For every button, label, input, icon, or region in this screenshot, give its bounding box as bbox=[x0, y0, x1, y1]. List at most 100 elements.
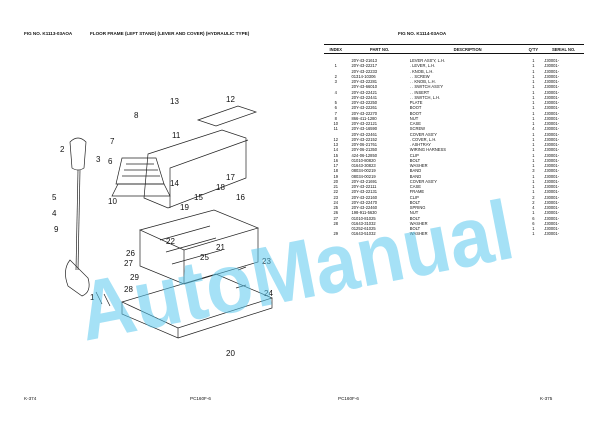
row-qty: 1 bbox=[532, 94, 535, 100]
row-description: NUT bbox=[409, 210, 419, 216]
row-qty: 1 bbox=[532, 79, 535, 84]
row-qty: 1 bbox=[532, 89, 535, 95]
row-part-no: 198-911-5630 bbox=[351, 210, 377, 216]
row-qty: 1 bbox=[532, 152, 535, 158]
row-description: BOLT bbox=[409, 215, 421, 221]
row-serial: J30001- bbox=[544, 210, 560, 216]
row-qty: 2 bbox=[532, 194, 535, 200]
row-index: 2 bbox=[334, 73, 337, 79]
row-serial: J30001- bbox=[544, 189, 560, 195]
row-description: . . SWITCH ASS'Y bbox=[409, 84, 444, 90]
row-index: 19 bbox=[333, 173, 339, 179]
row-description: COVER ASS'Y bbox=[409, 131, 437, 137]
row-serial: J30001- bbox=[544, 184, 560, 189]
row-description: CLIP bbox=[409, 194, 419, 200]
right-page-number: K-375 bbox=[540, 396, 553, 401]
row-serial: J30001- bbox=[544, 163, 560, 168]
row-qty: 1 bbox=[532, 178, 535, 184]
row-part-no: 20Y-43-22111 bbox=[351, 184, 377, 189]
callout-4: 4 bbox=[52, 209, 57, 218]
row-qty: 1 bbox=[532, 142, 535, 147]
row-part-no: 20Y-43-22233 bbox=[351, 68, 378, 74]
row-serial: J30001- bbox=[544, 115, 560, 121]
row-description: . . INSERT bbox=[409, 89, 430, 95]
lever-base-shape bbox=[65, 259, 90, 297]
lever-knob-shape bbox=[69, 137, 87, 171]
row-index: 3 bbox=[334, 79, 337, 84]
row-serial: J30001- bbox=[544, 100, 560, 105]
row-serial: J30001- bbox=[544, 215, 560, 221]
row-index: 13 bbox=[333, 142, 339, 147]
row-serial: J30001- bbox=[544, 142, 560, 147]
row-part-no: 08034-00219 bbox=[351, 168, 376, 174]
callout-9: 9 bbox=[54, 225, 59, 234]
frame-shape bbox=[138, 209, 260, 251]
callout-27: 27 bbox=[124, 259, 133, 268]
row-serial: J30001- bbox=[544, 152, 560, 158]
callout-14: 14 bbox=[170, 179, 179, 188]
row-index: 14 bbox=[333, 147, 339, 153]
row-qty: 2 bbox=[532, 199, 535, 205]
row-part-no: 20Y-06-21761 bbox=[351, 142, 378, 147]
parts-list-table: INDEX PART NO. DESCRIPTION Q'TY SERIAL N… bbox=[324, 44, 584, 237]
row-description: NUT bbox=[409, 115, 419, 121]
row-qty: 1 bbox=[532, 136, 535, 142]
row-index: 10 bbox=[333, 121, 339, 126]
callout-22: 22 bbox=[166, 237, 175, 246]
row-qty: 1 bbox=[532, 131, 535, 137]
row-serial: J30001- bbox=[544, 68, 560, 74]
row-qty: 1 bbox=[532, 115, 535, 121]
row-description: CLIP bbox=[409, 152, 419, 158]
row-description: SCREW bbox=[409, 126, 426, 132]
row-description: CASE bbox=[409, 184, 421, 189]
row-index: 21 bbox=[333, 184, 339, 189]
row-part-no: 20Y-43-22461 bbox=[351, 131, 378, 137]
row-qty: 1 bbox=[532, 121, 535, 126]
row-serial: J30001- bbox=[544, 157, 560, 163]
boot-shape bbox=[115, 157, 165, 185]
row-description: COVER ASS'Y bbox=[409, 178, 437, 184]
callout-25: 25 bbox=[200, 253, 209, 262]
col-serial: SERIAL NO. bbox=[540, 44, 584, 54]
row-part-no: 20Y-43-22250 bbox=[351, 100, 378, 105]
callout-19: 19 bbox=[180, 203, 189, 212]
row-qty: 6 bbox=[532, 215, 535, 221]
row-serial: J30001- bbox=[544, 84, 560, 90]
row-serial: J30001- bbox=[544, 178, 560, 184]
callout-20: 20 bbox=[226, 349, 235, 358]
row-description: BOLT bbox=[409, 226, 421, 231]
row-index: 29 bbox=[333, 231, 339, 237]
row-part-no: 20Y-43-22421 bbox=[351, 89, 378, 95]
row-part-no: 01643-31032 bbox=[351, 220, 376, 226]
row-part-no: 01314-10306 bbox=[351, 73, 376, 79]
row-serial: J30001- bbox=[544, 205, 560, 210]
row-serial: J30001- bbox=[544, 147, 560, 153]
callout-8: 8 bbox=[134, 111, 139, 120]
row-serial: J30001- bbox=[544, 105, 560, 111]
callout-5: 5 bbox=[52, 193, 57, 202]
row-part-no: 20Y-43-22270 bbox=[351, 110, 378, 116]
callout-1: 1 bbox=[90, 293, 95, 302]
row-index: 22 bbox=[333, 189, 339, 195]
callout-29: 29 bbox=[130, 273, 139, 282]
row-part-no: 20Y-43-21691 bbox=[351, 178, 378, 184]
row-index: 11 bbox=[333, 126, 338, 132]
row-qty: 1 bbox=[532, 84, 535, 90]
row-description: BOOT bbox=[409, 105, 422, 111]
row-part-no: 01010-81025 bbox=[351, 215, 376, 221]
row-description: BOLT bbox=[409, 157, 421, 163]
